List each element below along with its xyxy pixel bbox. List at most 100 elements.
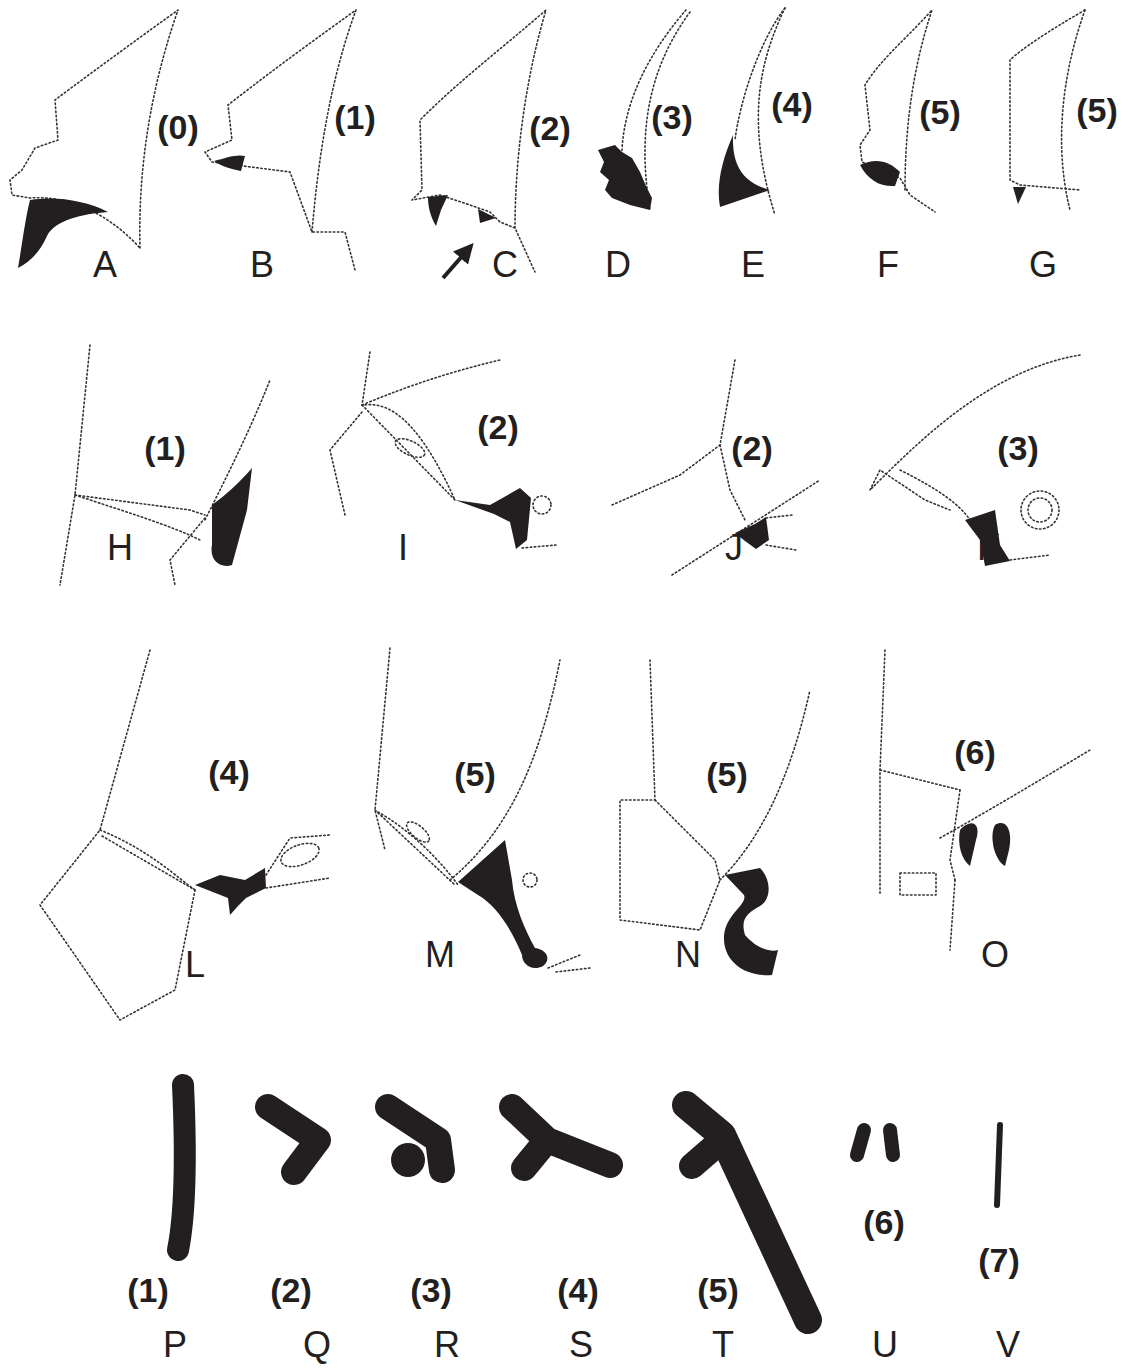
panel-letter: K [977, 530, 1001, 566]
panel-letter: M [425, 937, 455, 973]
figure-stroke [214, 155, 245, 171]
figure-stroke [391, 1143, 425, 1177]
figure-stroke [655, 800, 720, 880]
state-number: (5) [454, 757, 496, 791]
panel-letter: P [163, 1327, 187, 1363]
figure-stroke [857, 1130, 864, 1155]
panel-letter: N [675, 937, 701, 973]
figure-stroke [212, 468, 252, 566]
figure-stroke [428, 195, 448, 226]
state-number: (3) [651, 100, 693, 134]
tooth-a [10, 10, 178, 268]
figure-stroke [692, 1140, 722, 1166]
shape-s [512, 1107, 610, 1168]
state-number: (2) [270, 1273, 312, 1307]
figure-stroke [992, 823, 1010, 866]
figure-stroke [965, 510, 1010, 566]
state-number: (2) [477, 410, 519, 444]
figure-stroke [997, 1125, 1000, 1205]
figure-stroke [880, 770, 960, 790]
figure-stroke [766, 545, 796, 550]
shape-t [686, 1105, 808, 1320]
panel-letter: V [996, 1327, 1020, 1363]
figure-stroke [598, 145, 652, 210]
figure-stroke [724, 868, 778, 975]
figure-stroke [860, 161, 900, 186]
figure-stroke [178, 1085, 185, 1250]
figure-stroke [478, 209, 496, 223]
figure-stroke [375, 648, 390, 850]
skull-j [612, 360, 820, 575]
state-number: (6) [954, 735, 996, 769]
figure-stroke [375, 810, 455, 885]
state-number: (3) [410, 1273, 452, 1307]
state-number: (5) [1076, 93, 1118, 127]
figure-stroke [1021, 491, 1059, 529]
figure-stroke [620, 660, 720, 930]
figure-stroke [205, 10, 356, 270]
panel-letter: A [93, 247, 117, 283]
figure-stroke [75, 495, 205, 515]
shape-q [268, 1107, 318, 1172]
panel-letter: Q [303, 1327, 331, 1363]
shape-r [388, 1107, 442, 1177]
figure-stroke [870, 355, 1080, 490]
panel-letter: O [981, 937, 1009, 973]
figure-stroke [102, 836, 195, 890]
skull-i [330, 352, 556, 549]
panel-letter: E [741, 247, 765, 283]
figure-stroke [1013, 187, 1026, 204]
figure-stroke [455, 488, 531, 549]
panel-letter: G [1029, 247, 1057, 283]
figure-stroke [278, 839, 322, 871]
figure-stroke [523, 873, 537, 887]
state-number: (2) [731, 431, 773, 465]
figure-stroke [378, 812, 458, 885]
figure-stroke [870, 470, 950, 510]
figure-stroke [365, 405, 455, 500]
figure-stroke [403, 818, 432, 845]
figure-stroke [40, 650, 195, 1020]
state-number: (1) [334, 100, 376, 134]
skull-o [880, 650, 1090, 950]
skull-k [870, 355, 1080, 566]
figure-stroke [686, 1105, 808, 1320]
figure-stroke [620, 10, 686, 180]
panel-letter: L [185, 947, 205, 983]
shape-v [997, 1125, 1000, 1205]
panel-letter: H [107, 530, 133, 566]
figure-stroke [672, 480, 820, 575]
panel-letter: F [877, 247, 899, 283]
figure-stroke [900, 873, 936, 895]
state-number: (4) [557, 1273, 599, 1307]
figure-stroke [959, 823, 977, 866]
tooth-b [205, 10, 356, 270]
state-number: (2) [529, 111, 571, 145]
state-number: (4) [771, 87, 813, 121]
figure-stroke [522, 545, 556, 548]
figure-stroke [458, 840, 547, 968]
figure-stroke [880, 650, 885, 895]
figure-stroke [170, 518, 205, 585]
skull-n [620, 660, 810, 975]
figure-stroke [533, 496, 551, 514]
panel-letter: R [434, 1327, 460, 1363]
figure-stroke [900, 470, 970, 520]
figure-stroke [1010, 555, 1050, 560]
panel-letter: D [605, 247, 631, 283]
skull-h [60, 345, 270, 585]
panel-letter: U [872, 1327, 898, 1363]
state-number: (1) [144, 431, 186, 465]
tooth-g [1010, 10, 1085, 210]
figure-stroke [950, 790, 960, 880]
panel-letter: J [725, 530, 743, 566]
panel-letter: B [250, 247, 274, 283]
state-number: (5) [697, 1273, 739, 1307]
skull-m [375, 648, 590, 972]
panel-letter: T [712, 1327, 734, 1363]
skull-l [40, 650, 330, 1020]
figure-stroke [362, 360, 500, 405]
state-number: (7) [978, 1243, 1020, 1277]
